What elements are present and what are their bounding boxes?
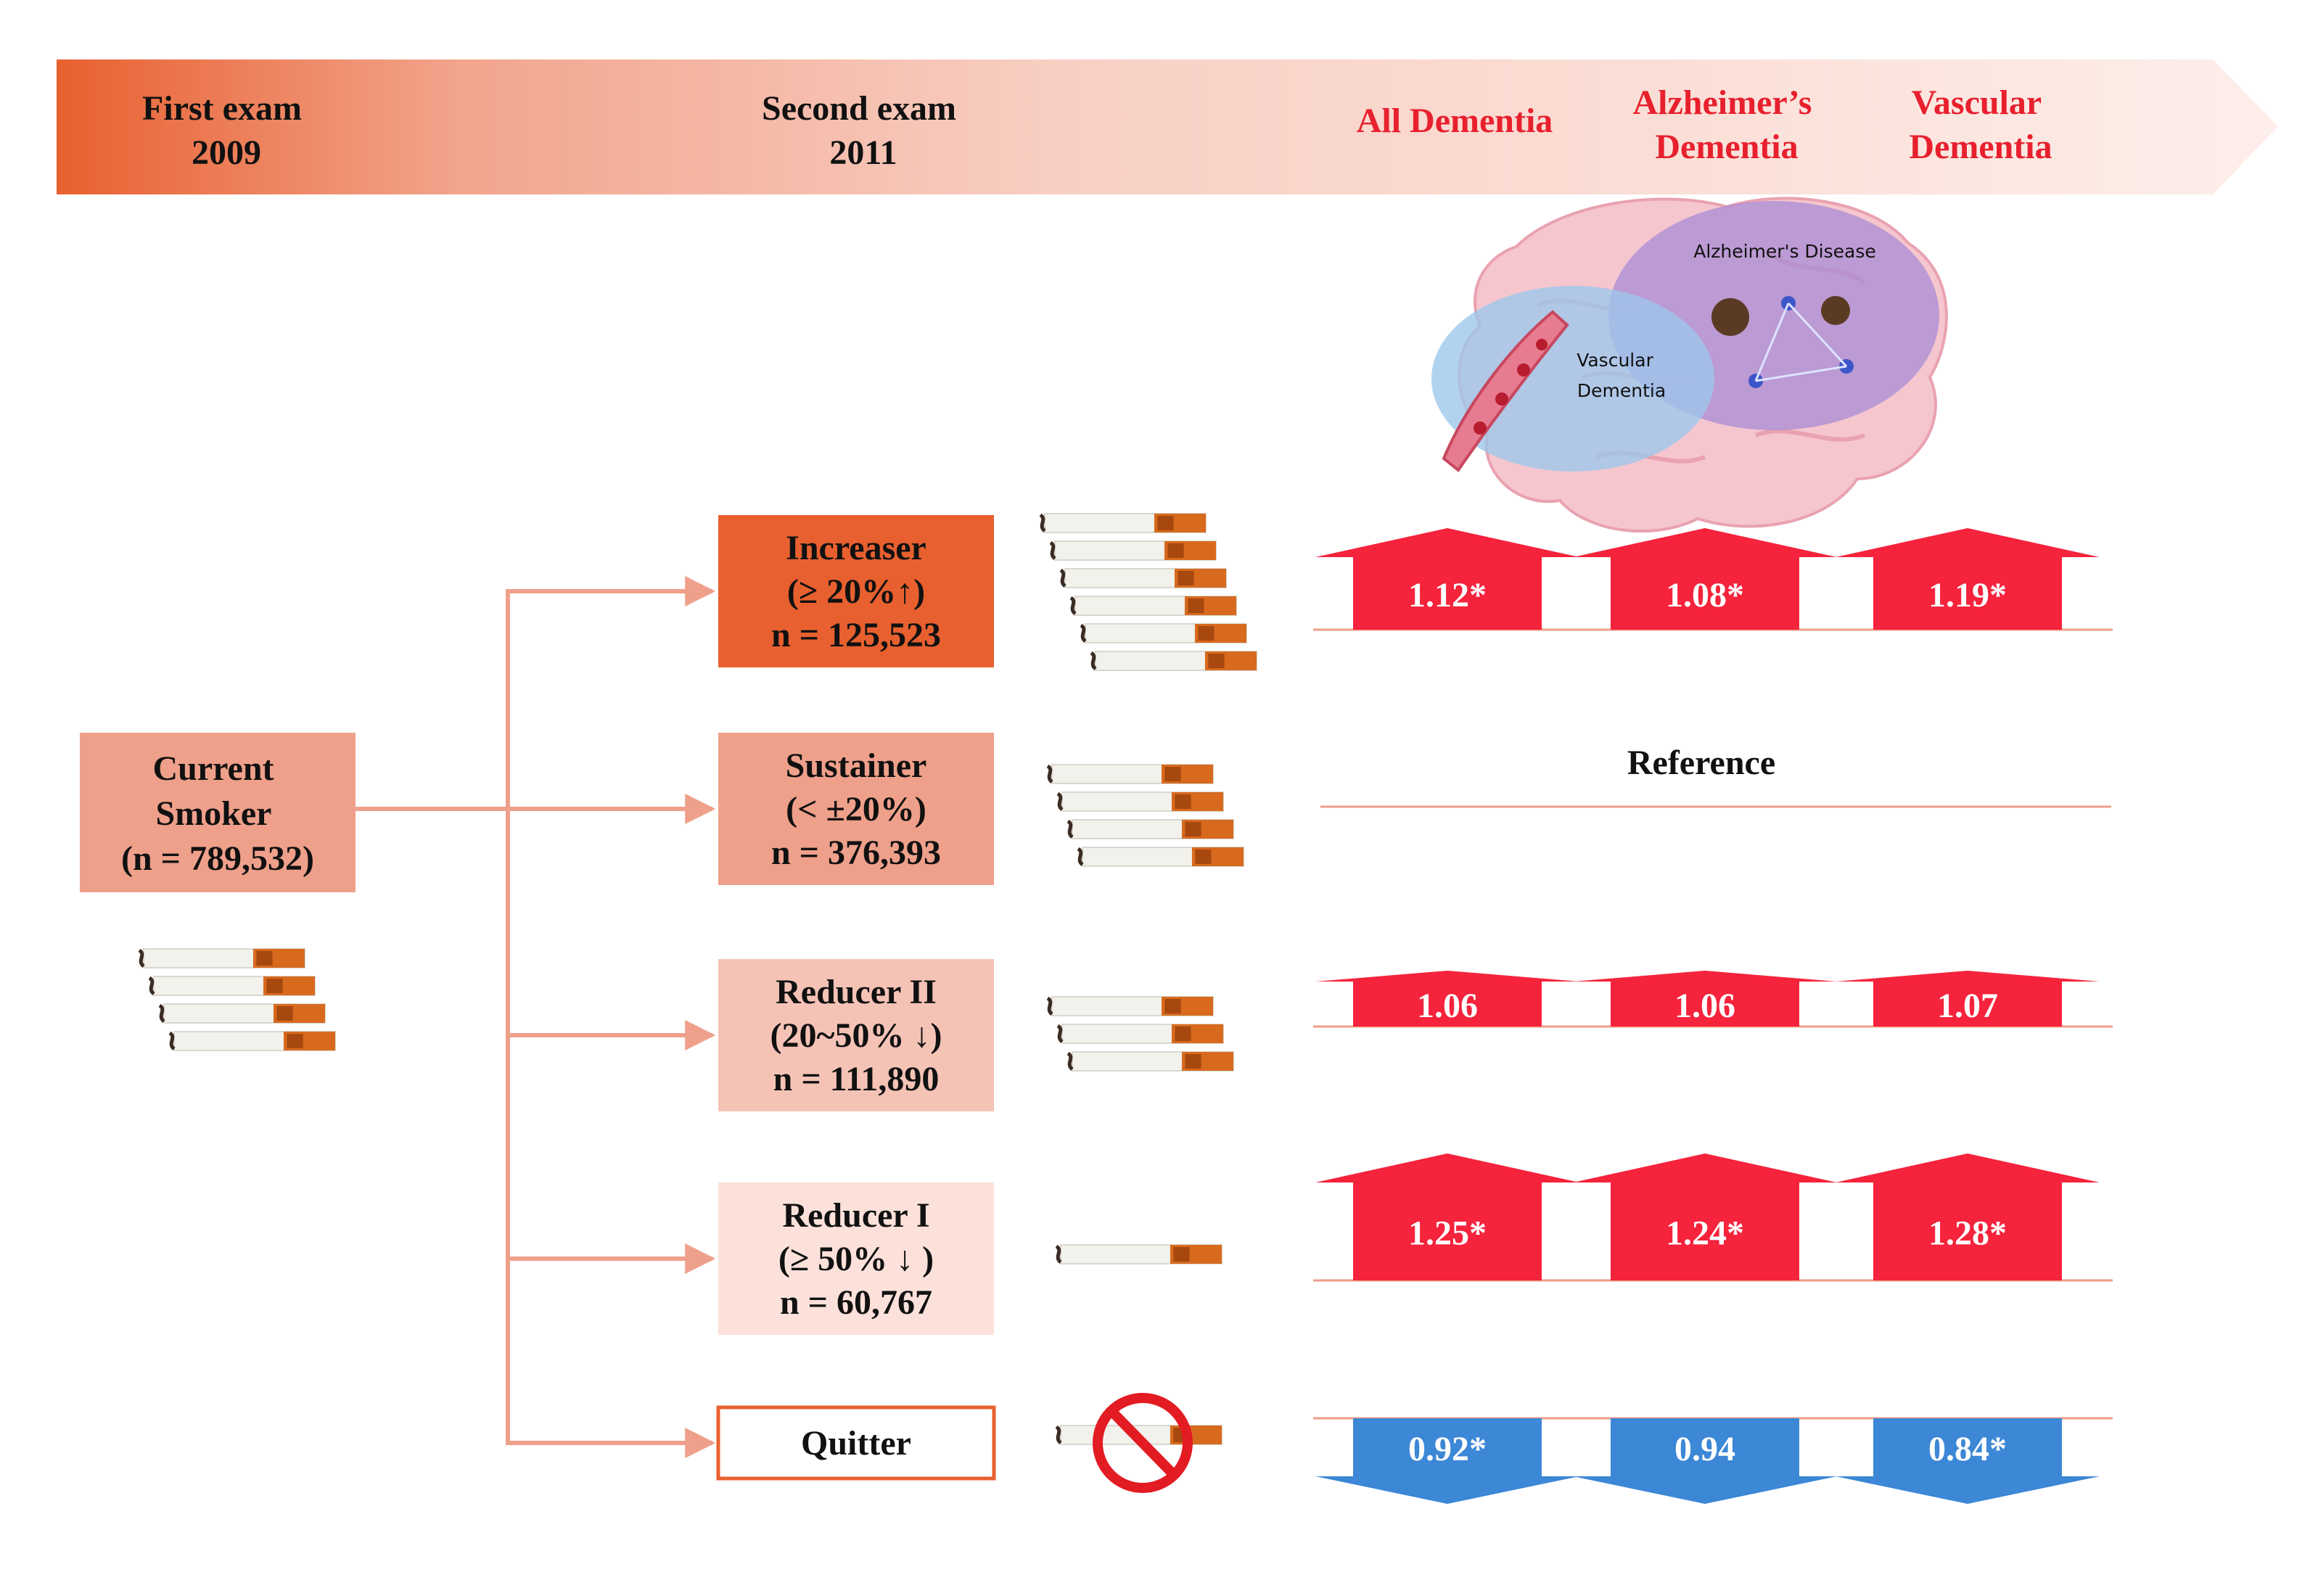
- cigarette-icon: [1066, 1051, 1234, 1071]
- increaser-label: Increaser(≥ 20%↑)n = 125,523: [771, 529, 941, 654]
- sustainer-box: [718, 733, 994, 885]
- neuron-links: [1754, 302, 1848, 382]
- baseline-box: Current Smoker (n = 789,532): [80, 733, 355, 892]
- hr-arrow-1: [1315, 528, 1579, 630]
- second-exam-label: Second exam 2011: [762, 89, 965, 172]
- hr-value-1: 1.12*: [1408, 576, 1487, 614]
- reducer-ii-box: [718, 959, 994, 1111]
- cigarette-icon: [1055, 1244, 1222, 1264]
- group-quitter: Quitter 0.92* 0.94 0.84*: [716, 1393, 2113, 1504]
- reference-label: Reference: [1627, 744, 1775, 782]
- hr-arrow-2: [1573, 1153, 1837, 1280]
- cigarette-icon: [1059, 568, 1227, 588]
- cigarette-icon: [1046, 764, 1214, 784]
- timeline-banner: First exam 2009 Second exam 2011 All Dem…: [57, 59, 2278, 194]
- cigarette-icon: [1056, 791, 1224, 812]
- cigarette-icon: [1077, 847, 1244, 867]
- hr-value-3: 1.28*: [1928, 1214, 2007, 1253]
- outcome-alzheimers-dementia: Alzheimer’s Dementia: [1633, 83, 1821, 166]
- flow-connectors: [355, 576, 716, 1458]
- hr-arrow-2: [1573, 971, 1837, 1027]
- hr-arrow-1: [1315, 1418, 1579, 1504]
- increaser-cigarettes: [1039, 513, 1257, 671]
- blood-cell: [1495, 392, 1508, 406]
- group-sustainer: Sustainer(< ±20%)n = 376,393 Reference: [718, 733, 2111, 885]
- cigarette-icon: [1046, 996, 1214, 1016]
- blood-cell: [1474, 421, 1487, 435]
- cigarette-icon: [1056, 1024, 1224, 1044]
- quitter-cigarettes: [1055, 1393, 1222, 1493]
- cigarette-icon: [1049, 540, 1217, 561]
- reducer-ii-hazard-ratios: 1.06 1.06 1.07: [1313, 971, 2113, 1028]
- first-exam-label: First exam 2009: [142, 89, 311, 172]
- hr-value-3: 1.19*: [1928, 576, 2007, 614]
- sustainer-hazard-ratios: Reference: [1320, 744, 2111, 808]
- hr-arrow-1: [1315, 1153, 1579, 1280]
- quitter-box: [716, 1405, 996, 1481]
- increaser-box: [718, 515, 994, 667]
- cigarette-icon: [1069, 596, 1237, 616]
- hr-arrow-2: [1573, 528, 1837, 630]
- hr-value-3: 0.84*: [1928, 1430, 2007, 1468]
- hr-arrow-3: [1836, 1418, 2100, 1504]
- sustainer-label: Sustainer(< ±20%)n = 376,393: [771, 746, 941, 872]
- reducer-i-hazard-ratios: 1.25* 1.24* 1.28*: [1313, 1153, 2113, 1282]
- cigarette-icon: [138, 948, 305, 968]
- hr-arrow-1: [1315, 971, 1579, 1027]
- reducer-ii-label: Reducer II(20~50% ↓)n = 111,890: [770, 973, 942, 1098]
- blood-cell: [1536, 339, 1548, 350]
- baseline-cigarettes: [138, 948, 336, 1051]
- hr-value-3: 1.07: [1937, 987, 1998, 1025]
- current-smoker-label: Current Smoker (n = 789,532): [121, 749, 314, 878]
- reducer-ii-cigarettes: [1046, 996, 1234, 1071]
- group-reducer-i: Reducer I(≥ 50% ↓ )n = 60,7671.25*1.24*1…: [718, 1153, 2113, 1335]
- plaque-icon: [1711, 298, 1749, 336]
- hr-value-2: 0.94: [1674, 1430, 1735, 1468]
- plaque-icon: [1821, 296, 1850, 325]
- hr-value-1: 1.06: [1417, 987, 1478, 1025]
- hr-arrow-2: [1573, 1418, 1837, 1504]
- no-smoking-icon: [1093, 1393, 1193, 1493]
- increaser-hazard-ratios: 1.12* 1.08* 1.19*: [1313, 528, 2113, 631]
- hr-arrow-3: [1836, 528, 2100, 630]
- cigarette-icon: [1080, 623, 1247, 643]
- outcome-vascular-dementia: Vascular Dementia: [1909, 83, 2052, 166]
- hr-arrow-3: [1836, 971, 2100, 1027]
- hr-value-2: 1.08*: [1666, 576, 1744, 614]
- quitter-hazard-ratios: 0.92* 0.94 0.84*: [1313, 1417, 2113, 1504]
- sustainer-cigarettes: [1046, 764, 1244, 867]
- cigarette-icon: [1066, 819, 1234, 839]
- cigarette-icon: [158, 1003, 326, 1024]
- blood-cell: [1517, 363, 1530, 377]
- reducer-i-cigarettes: [1055, 1244, 1222, 1264]
- reducer-i-label: Reducer I(≥ 50% ↓ )n = 60,767: [778, 1196, 934, 1322]
- current-smoker-box: [80, 733, 355, 892]
- alzheimers-disease-label: Alzheimer's Disease: [1693, 241, 1876, 262]
- cigarette-icon: [1039, 513, 1207, 533]
- change-groups: Increaser(≥ 20%↑)n = 125,5231.12*1.08*1.…: [716, 513, 2113, 1504]
- group-increaser: Increaser(≥ 20%↑)n = 125,5231.12*1.08*1.…: [718, 513, 2113, 671]
- hr-value-1: 1.25*: [1408, 1214, 1487, 1253]
- hr-value-1: 0.92*: [1408, 1430, 1487, 1468]
- cigarette-icon: [148, 976, 316, 996]
- hr-value-2: 1.06: [1674, 987, 1735, 1025]
- cigarette-icon: [168, 1031, 336, 1051]
- quitter-label: Quitter: [801, 1424, 911, 1463]
- timeline-arrow: [57, 59, 2278, 194]
- vascular-dementia-region: [1431, 286, 1714, 472]
- no-smoking-slash: [1107, 1407, 1178, 1478]
- outcome-all-dementia: All Dementia: [1357, 102, 1553, 140]
- hr-value-2: 1.24*: [1666, 1214, 1744, 1253]
- hr-arrow-3: [1836, 1153, 2100, 1280]
- cigarette-icon: [1090, 651, 1257, 671]
- brain-illustration: Alzheimer's Disease Vascular Dementia: [1431, 197, 1948, 533]
- vascular-dementia-label: Vascular Dementia: [1577, 350, 1666, 401]
- reducer-i-box: [718, 1182, 994, 1335]
